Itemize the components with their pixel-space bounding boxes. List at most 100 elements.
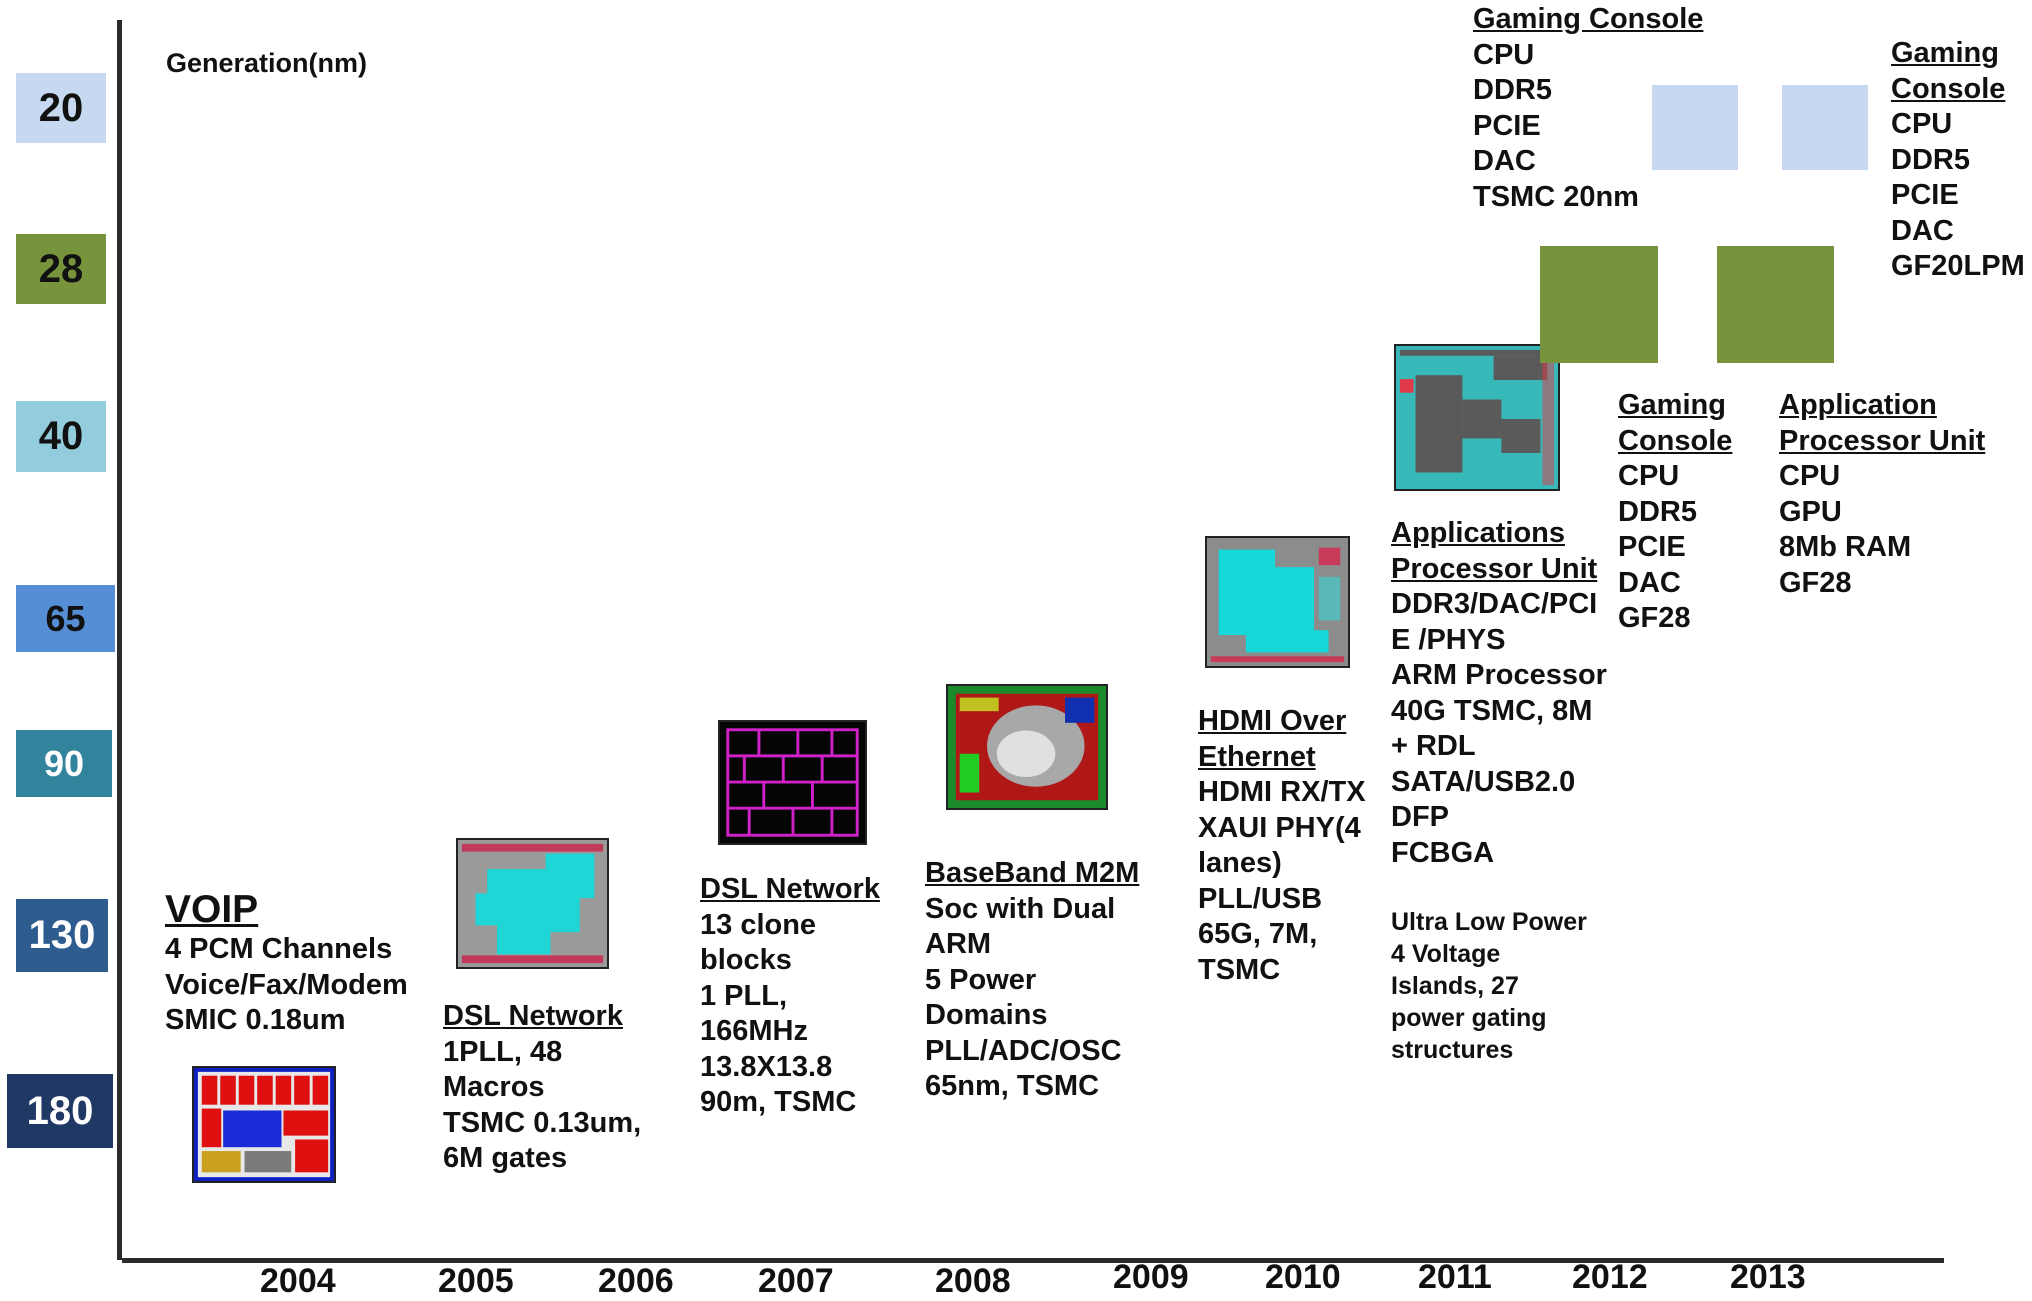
voip-line-1: 4 PCM Channels	[165, 933, 393, 965]
gc-2012-28-title-line-1: Gaming	[1618, 389, 1726, 421]
hdmi-title-line-1: HDMI Over	[1198, 705, 1347, 737]
apu-2011-project-text: Applications Processor Unit DDR3/DAC/PCI…	[1391, 516, 1607, 871]
dsl-2007-line-5: 13.8X13.8	[700, 1050, 833, 1083]
baseband-chip-art	[948, 686, 1106, 808]
voip-line-3: SMIC 0.18um	[165, 1004, 346, 1036]
apu-2013-line-4: GF28	[1779, 566, 1852, 599]
gc-2013-20-line-5: GF20LPM	[1891, 250, 2025, 282]
generation-130-box: 130	[16, 899, 108, 972]
dsl-2007-project-text: DSL Network 13 clone blocks 1 PLL, 166MH…	[700, 872, 880, 1121]
dsl-2005-line-4: 6M gates	[443, 1142, 568, 1174]
apu-2013-28nm-text: Application Processor Unit CPU GPU 8Mb R…	[1779, 388, 1985, 601]
dsl-2005-line-2: Macros	[443, 1071, 545, 1103]
gc-2012-28-line-2: DDR5	[1618, 495, 1697, 528]
hdmi-line-4: PLL/USB	[1198, 882, 1323, 915]
dsl-2005-line-3: TSMC 0.13um,	[443, 1106, 642, 1139]
dsl-2007-title: DSL Network	[700, 873, 880, 905]
x-axis-line	[122, 1258, 1944, 1263]
gc-2012-28-line-3: PCIE	[1618, 531, 1686, 563]
baseband-line-4: Domains	[925, 999, 1048, 1031]
baseband-line-1: Soc with Dual	[925, 892, 1116, 925]
apu-2011-line-7: DFP	[1391, 801, 1449, 833]
gc-2012-28-line-5: GF28	[1618, 602, 1691, 634]
apu-2011-note-line-4: power gating	[1391, 1004, 1547, 1032]
year-2008: 2008	[935, 1262, 1011, 1300]
apu-2011-chip-art	[1396, 346, 1558, 489]
gc-2013-20-line-2: DDR5	[1891, 143, 1970, 176]
gaming-console-2013-20nm-text: Gaming Console CPU DDR5 PCIE DAC GF20LPM	[1891, 36, 2025, 285]
year-2010: 2010	[1265, 1258, 1341, 1296]
dsl-2005-project-text: DSL Network 1PLL, 48 Macros TSMC 0.13um,…	[443, 999, 641, 1177]
generation-65-box: 65	[16, 585, 115, 652]
gc-2012-28-title-line-2: Console	[1618, 424, 1733, 457]
year-2011: 2011	[1418, 1258, 1492, 1296]
baseband-line-6: 65nm, TSMC	[925, 1070, 1100, 1102]
gaming-console-28nm-block	[1540, 246, 1658, 363]
apu-2013-title-line-1: Application	[1779, 389, 1937, 421]
generation-axis-title: Generation(nm)	[166, 48, 368, 78]
hdmi-line-6: TSMC	[1198, 953, 1281, 986]
generation-90-label: 90	[43, 742, 85, 784]
gc-2012-20-line-5: TSMC 20nm	[1473, 180, 1639, 213]
baseband-title: BaseBand M2M	[925, 857, 1140, 889]
apu-2011-note-line-1: Ultra Low Power	[1391, 908, 1587, 936]
baseband-line-2: ARM	[925, 928, 992, 960]
gc-2013-20-line-1: CPU	[1891, 108, 1953, 140]
voip-chip-image	[192, 1066, 336, 1183]
hdmi-line-2: XAUI PHY(4	[1198, 811, 1361, 844]
year-2012: 2012	[1572, 1258, 1648, 1296]
gaming-console-2012-20nm-text: Gaming Console CPU DDR5 PCIE DAC TSMC 20…	[1473, 2, 1703, 215]
dsl-2007-line-2: blocks	[700, 944, 792, 976]
dsl-2007-chip-art	[720, 722, 865, 843]
generation-20-box: 20	[16, 73, 106, 143]
hdmi-line-3: lanes)	[1198, 847, 1282, 879]
apu-2011-title-line-1: Applications	[1391, 517, 1566, 549]
voip-project-text: VOIP 4 PCM Channels Voice/Fax/Modem SMIC…	[165, 888, 408, 1039]
hdmi-chip-image	[1205, 536, 1350, 668]
baseband-project-text: BaseBand M2M Soc with Dual ARM 5 Power D…	[925, 856, 1139, 1105]
dsl-2007-line-1: 13 clone	[700, 908, 817, 941]
gc-2013-20-title-line-1: Gaming	[1891, 37, 1999, 69]
dsl-2005-title: DSL Network	[443, 1000, 623, 1032]
gc-2012-28-line-1: CPU	[1618, 460, 1680, 492]
baseband-line-3: 5 Power	[925, 963, 1037, 996]
hdmi-title-line-2: Ethernet	[1198, 740, 1316, 773]
dsl-2007-line-4: 166MHz	[700, 1015, 808, 1047]
hdmi-chip-art	[1207, 538, 1348, 666]
apu-2011-chip-image	[1394, 344, 1560, 491]
apu-2011-line-4: 40G TSMC, 8M	[1391, 694, 1593, 727]
generation-90-box: 90	[16, 730, 112, 797]
gc-2012-28-line-4: DAC	[1618, 566, 1681, 599]
generation-130-label: 130	[28, 913, 96, 957]
gc-2013-20-title-line-2: Console	[1891, 72, 2006, 105]
gc-2012-20-line-1: CPU	[1473, 38, 1535, 71]
gaming-console-20nm-block	[1652, 85, 1738, 170]
year-2005: 2005	[438, 1262, 514, 1300]
dsl-2007-line-6: 90m, TSMC	[700, 1086, 857, 1118]
apu-2011-note-line-2: 4 Voltage	[1391, 940, 1501, 968]
gc-2012-20-line-2: DDR5	[1473, 74, 1552, 106]
dsl-2005-chip-art	[458, 840, 607, 967]
gaming-console-gf20-block	[1782, 85, 1868, 170]
year-2007: 2007	[758, 1262, 834, 1300]
apu-2013-line-3: 8Mb RAM	[1779, 531, 1912, 563]
generation-180-label: 180	[26, 1088, 94, 1133]
hdmi-line-5: 65G, 7M,	[1198, 918, 1318, 950]
generation-40-box: 40	[16, 401, 106, 472]
dsl-2005-chip-image	[456, 838, 609, 969]
gc-2013-20-line-4: DAC	[1891, 214, 1954, 247]
baseband-line-5: PLL/ADC/OSC	[925, 1034, 1122, 1067]
apu-2011-line-5: + RDL	[1391, 730, 1476, 762]
voip-line-2: Voice/Fax/Modem	[165, 968, 408, 1001]
apu-2011-line-8: FCBGA	[1391, 836, 1495, 869]
generation-28-box: 28	[16, 234, 106, 304]
dsl-2005-line-1: 1PLL, 48	[443, 1035, 563, 1068]
gc-2012-20-line-3: PCIE	[1473, 109, 1541, 142]
year-2013: 2013	[1730, 1258, 1806, 1296]
hdmi-project-text: HDMI Over Ethernet HDMI RX/TX XAUI PHY(4…	[1198, 704, 1366, 988]
gc-2013-20-line-3: PCIE	[1891, 179, 1959, 211]
apu-2011-note-text: Ultra Low Power 4 Voltage Islands, 27 po…	[1391, 906, 1587, 1066]
apu-2013-line-1: CPU	[1779, 460, 1841, 492]
gc-2012-20-line-4: DAC	[1473, 145, 1536, 177]
voip-title: VOIP	[165, 888, 259, 931]
